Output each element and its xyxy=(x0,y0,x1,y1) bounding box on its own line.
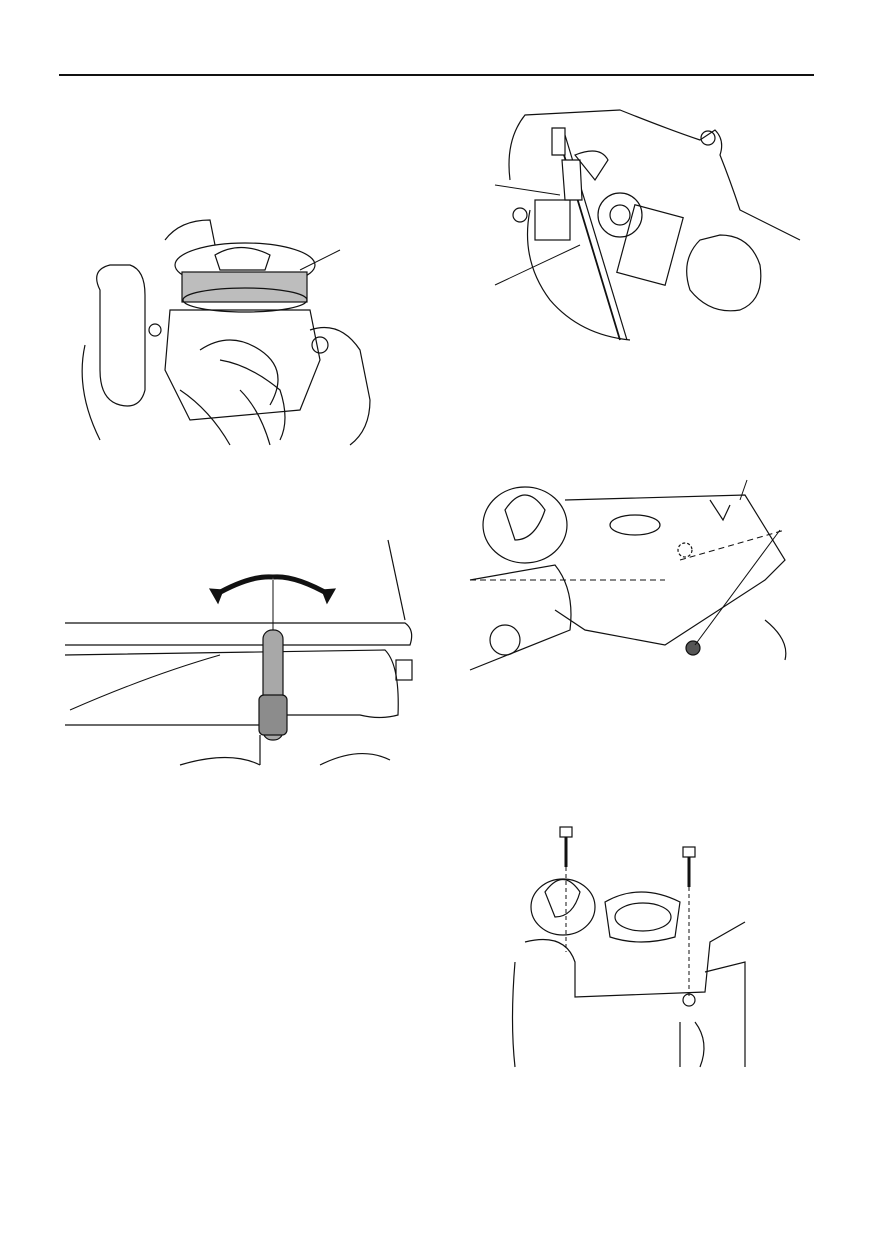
throttle-cable-illustration xyxy=(490,100,820,345)
engine-top-illustration xyxy=(70,210,400,450)
bolt-installation-illustration xyxy=(505,822,750,1070)
header-rule xyxy=(59,74,814,76)
carburetor-bracket-illustration xyxy=(465,470,800,695)
tiller-grip-illustration xyxy=(60,535,420,775)
